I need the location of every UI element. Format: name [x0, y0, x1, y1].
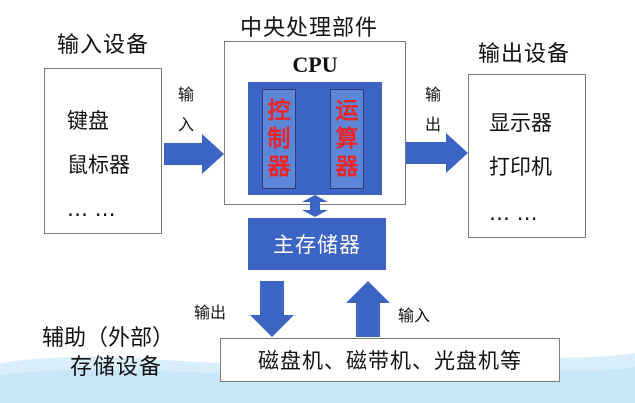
input-arrow-label: 输入: [178, 80, 194, 140]
input-arrow-label-char-2: 入: [178, 115, 195, 134]
alu-char-3: 器: [335, 154, 359, 180]
alu-char-2: 算: [335, 126, 359, 152]
storage-output-label: 输出: [194, 303, 227, 322]
input-device-title: 输入设备: [57, 33, 150, 58]
input-item-ellipsis: … …: [67, 197, 116, 221]
aux-storage-title-line2: 存储设备: [70, 355, 163, 380]
cpu-section-box: CPU 控 制 器 运 算 器: [224, 41, 406, 205]
aux-storage-contents: 磁盘机、磁带机、光盘机等: [258, 349, 522, 373]
cpu-label: CPU: [292, 52, 338, 77]
alu: 运 算 器: [330, 89, 364, 189]
aux-storage-box: 磁盘机、磁带机、光盘机等: [220, 338, 560, 382]
output-device-box: 显示器 打印机 … …: [468, 74, 586, 238]
output-item-ellipsis: … …: [489, 201, 538, 225]
input-arrow-label-char-1: 输: [178, 85, 195, 104]
input-item-mouse: 鼠标器: [67, 153, 130, 177]
storage-input-arrow: [346, 281, 390, 337]
main-memory: 主存储器: [248, 218, 386, 270]
control-unit-char-2: 制: [267, 126, 291, 152]
storage-input-label: 输入: [398, 306, 431, 325]
input-device-box: 键盘 鼠标器 … …: [44, 68, 162, 234]
cpu-section-title: 中央处理部件: [240, 16, 379, 41]
output-arrow-label: 输出: [425, 80, 441, 140]
output-arrow-label-char-1: 输: [425, 85, 442, 104]
input-arrow: [164, 134, 224, 174]
aux-storage-title-line1: 辅助（外部）: [42, 326, 175, 351]
output-item-monitor: 显示器: [489, 111, 552, 135]
output-device-title: 输出设备: [478, 42, 571, 67]
storage-output-arrow: [250, 281, 294, 337]
output-item-printer: 打印机: [489, 155, 552, 179]
output-arrow-label-char-2: 出: [425, 115, 442, 134]
control-unit-char-1: 控: [267, 98, 291, 124]
cpu-core: 控 制 器 运 算 器: [248, 82, 382, 195]
input-item-keyboard: 键盘: [67, 109, 109, 133]
alu-char-1: 运: [335, 98, 359, 124]
output-arrow: [406, 133, 468, 173]
control-unit: 控 制 器: [262, 89, 296, 189]
cpu-memory-double-arrow: [302, 195, 328, 217]
control-unit-char-3: 器: [267, 154, 291, 180]
